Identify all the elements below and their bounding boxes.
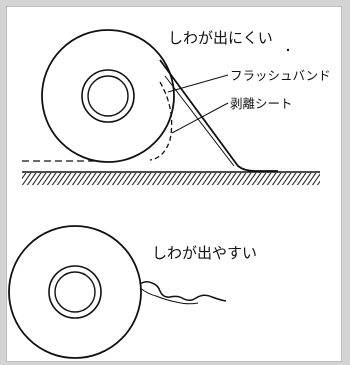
label-flash-band: フラッシュバンド [230, 68, 331, 83]
flash-band-tape-inner [164, 75, 235, 167]
top-illustration: しわが出にくい フラッシュバンド 剥離シート [22, 29, 331, 185]
flash-band-tape [159, 59, 278, 172]
label-release-sheet: 剥離シート [230, 96, 293, 111]
caption-bottom: しわが出やすい [152, 244, 257, 262]
speck [286, 48, 290, 52]
caption-top: しわが出にくい [168, 29, 273, 47]
bottom-illustration: しわが出やすい [8, 225, 257, 359]
bottom-roll-core-inner [54, 271, 96, 313]
top-roll-core-inner [87, 75, 129, 117]
release-sheet-curve [149, 81, 173, 161]
ground-hatch [22, 173, 320, 185]
wrinkled-tape [139, 280, 227, 302]
wrinkled-tape-lower [139, 287, 199, 305]
leader-release-sheet [171, 102, 229, 134]
leader-flash-band [167, 74, 229, 93]
